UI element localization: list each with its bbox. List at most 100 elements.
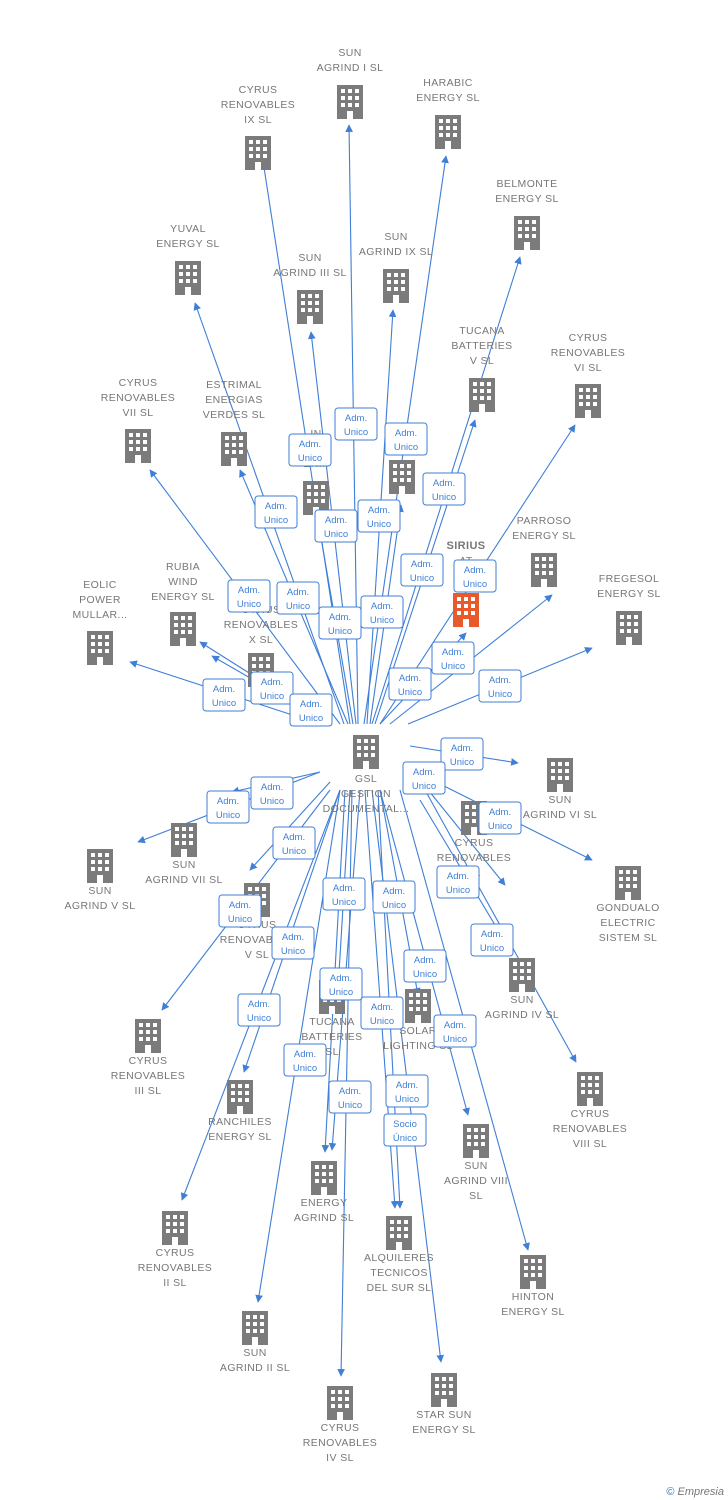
- adm-unico-badge[interactable]: Adm.Unico: [478, 669, 522, 703]
- node-label: SUN: [464, 1160, 487, 1172]
- adm-unico-badge[interactable]: Adm.Unico: [206, 790, 250, 824]
- badge-box: [478, 669, 522, 703]
- building-icon: [514, 216, 540, 250]
- adm-unico-badge[interactable]: Adm.Unico: [431, 641, 475, 675]
- adm-unico-badge[interactable]: Adm.Unico: [283, 1043, 327, 1077]
- badge-label: Adm.: [345, 413, 367, 424]
- node-label: RENOVABLES: [553, 1123, 627, 1135]
- adm-unico-badge[interactable]: Adm.Unico: [478, 801, 522, 835]
- adm-unico-badge[interactable]: Adm.Unico: [237, 993, 281, 1027]
- adm-unico-badge[interactable]: Adm.Unico: [319, 967, 363, 1001]
- node-label: SUN: [298, 252, 321, 264]
- adm-unico-badge[interactable]: Adm.Unico: [440, 737, 484, 771]
- adm-unico-badge[interactable]: Adm.Unico: [436, 865, 480, 899]
- adm-unico-badge[interactable]: Adm.Unico: [403, 949, 447, 983]
- adm-unico-badge[interactable]: Adm.Unico: [250, 671, 294, 705]
- badge-label: Unico: [237, 599, 261, 610]
- adm-unico-badge[interactable]: Adm.Unico: [334, 407, 378, 441]
- badge-label: Unico: [488, 821, 512, 832]
- company-node-sun-agrind-iii[interactable]: SUN AGRIND III SL: [273, 252, 346, 324]
- building-icon: [435, 115, 461, 149]
- badge-label: Unico: [260, 691, 284, 702]
- building-icon: [520, 1255, 546, 1289]
- adm-unico-badge[interactable]: Adm.Unico: [470, 923, 514, 957]
- company-node-center[interactable]: GSLGESTIONDOCUMENTAL...: [323, 735, 410, 815]
- badge-label: Unico: [432, 492, 456, 503]
- badge-box: [328, 1080, 372, 1114]
- adm-unico-badge[interactable]: Adm.Unico: [288, 433, 332, 467]
- building-icon: [469, 378, 495, 412]
- badge-box: [250, 671, 294, 705]
- footer-brand[interactable]: © Empresia: [666, 1486, 724, 1498]
- company-node-eolic[interactable]: EOLICPOWERMULLAR...: [73, 579, 128, 665]
- adm-unico-badge[interactable]: Adm.Unico: [276, 581, 320, 615]
- adm-unico-badge[interactable]: Adm.Unico: [388, 667, 432, 701]
- adm-unico-badge[interactable]: Adm.Unico: [318, 606, 362, 640]
- adm-unico-badge[interactable]: Adm.Unico: [453, 559, 497, 593]
- adm-unico-badge[interactable]: Adm.Unico: [328, 1080, 372, 1114]
- node-label: ENERGY SL: [597, 588, 661, 600]
- adm-unico-badge[interactable]: Adm.Unico: [272, 826, 316, 860]
- adm-unico-badge[interactable]: Adm.Unico: [360, 996, 404, 1030]
- adm-unico-badge[interactable]: Adm.Unico: [227, 579, 271, 613]
- adm-unico-badge[interactable]: Adm.Unico: [271, 926, 315, 960]
- adm-unico-badge[interactable]: Adm.Unico: [202, 678, 246, 712]
- adm-unico-badge[interactable]: Adm.Unico: [402, 761, 446, 795]
- adm-unico-badge[interactable]: Adm.Unico: [250, 776, 294, 810]
- adm-unico-badge[interactable]: Adm.Unico: [357, 499, 401, 533]
- badge-label: Adm.: [383, 886, 405, 897]
- building-icon: [171, 823, 197, 857]
- adm-unico-badge[interactable]: Adm.Unico: [400, 553, 444, 587]
- adm-unico-badge[interactable]: Adm.Unico: [422, 472, 466, 506]
- building-icon: [509, 958, 535, 992]
- badge-box: [385, 1074, 429, 1108]
- adm-unico-badge[interactable]: Adm.Unico: [360, 595, 404, 629]
- adm-unico-badge[interactable]: Adm.Unico: [289, 693, 333, 727]
- node-label: SIRIUS: [446, 540, 485, 552]
- adm-unico-badge[interactable]: Adm.Unico: [322, 877, 366, 911]
- adm-unico-badge[interactable]: Adm.Unico: [385, 1074, 429, 1108]
- adm-unico-badge[interactable]: Adm.Unico: [372, 880, 416, 914]
- adm-unico-badge[interactable]: Adm.Unico: [384, 422, 428, 456]
- adm-unico-badge[interactable]: Adm.Unico: [433, 1014, 477, 1048]
- badge-label: Unico: [216, 810, 240, 821]
- node-label: AGRIND III SL: [273, 267, 346, 279]
- adm-unico-badge[interactable]: Adm.Unico: [218, 894, 262, 928]
- adm-unico-badge[interactable]: Adm.Unico: [254, 495, 298, 529]
- badge-label: Adm.: [330, 973, 352, 984]
- adm-unico-badge[interactable]: Adm.Unico: [314, 509, 358, 543]
- badge-label: Adm.: [368, 505, 390, 516]
